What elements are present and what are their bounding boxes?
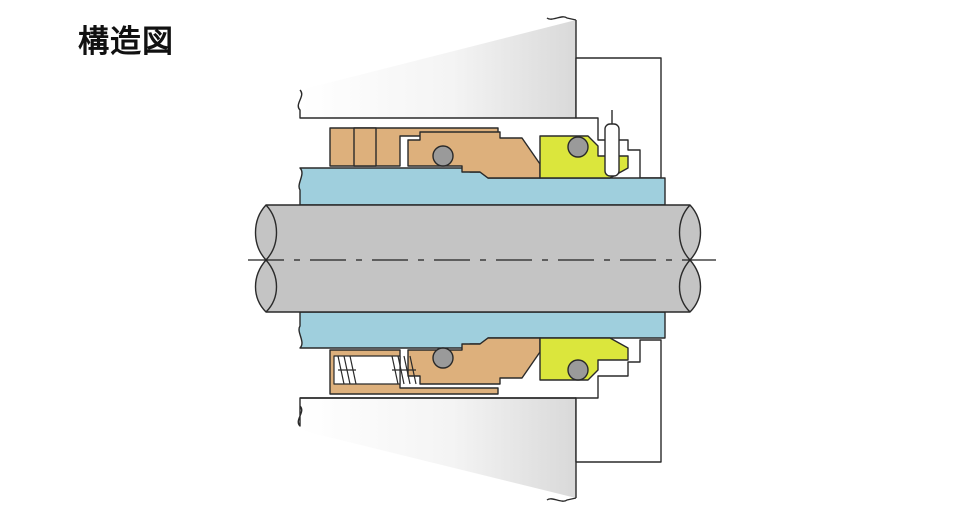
spring-coil [337,355,357,385]
o-ring-circle [432,347,454,369]
gland [575,57,662,463]
o-rings [432,136,589,381]
housing-bottom [297,397,577,502]
o-ring-circle [567,136,589,158]
shaft-body [254,204,702,313]
springs [333,355,417,385]
housing-bottom-shade [300,398,576,498]
housing-top [297,16,577,119]
stationary-seat [539,135,629,381]
housing [297,16,577,502]
anti-rotation-pin [604,110,620,177]
housing-top-shade [300,20,576,118]
spring-coil [391,355,417,385]
diagram-title: 構造図 [78,24,174,60]
seat-bottom [539,337,629,381]
gland-top [575,57,662,179]
seal-ring-bottom [407,337,541,385]
shaft [254,204,702,313]
o-ring-circle [567,359,589,381]
set-screw-top [353,127,377,167]
gland-bottom [575,339,662,463]
o-ring-circle [432,145,454,167]
pin-shape [604,123,620,177]
